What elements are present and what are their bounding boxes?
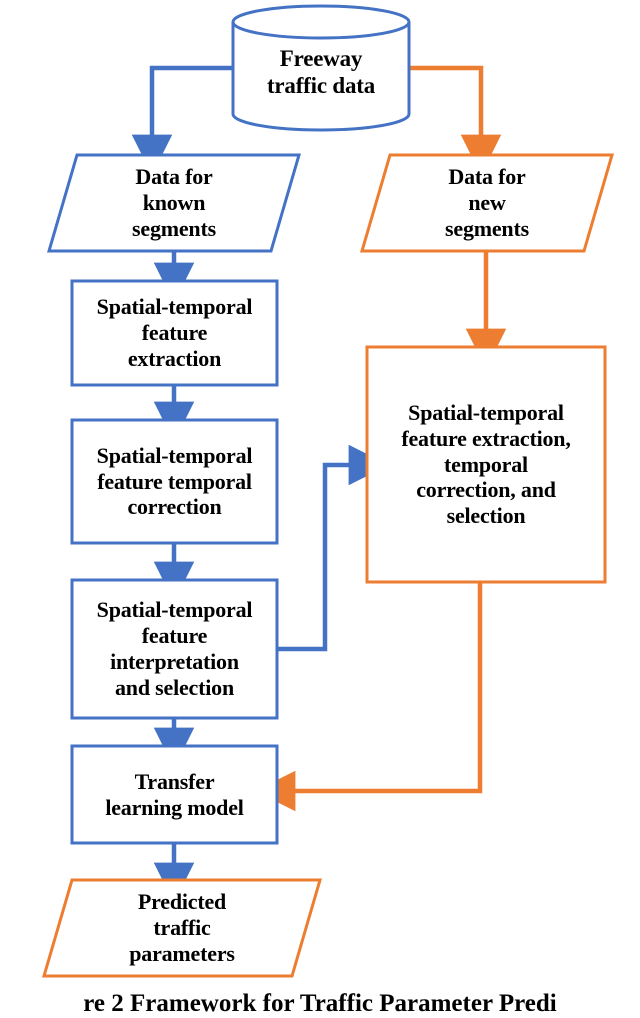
edge-data-to-new-segments <box>409 65 502 176</box>
node-st-feature-interpretation-selection[interactable] <box>70 578 279 720</box>
edge-interpretation-to-new-pipeline <box>277 444 390 652</box>
node-st-feature-extraction[interactable] <box>70 279 279 387</box>
node-data-for-known-segments[interactable] <box>47 153 301 253</box>
figure-caption: re 2 Framework for Traffic Parameter Pre… <box>83 990 557 1017</box>
node-st-feature-temporal-correction[interactable] <box>70 418 279 545</box>
edge-new-pipeline-to-transfer-model <box>254 582 483 812</box>
node-predicted-traffic-parameters[interactable] <box>42 878 322 978</box>
node-data-for-new-segments[interactable] <box>360 153 614 253</box>
edge-data-to-known-segments <box>131 65 233 176</box>
node-transfer-learning-model[interactable] <box>70 744 279 845</box>
node-freeway-traffic-data[interactable] <box>231 4 411 132</box>
node-st-extraction-correction-selection[interactable] <box>365 345 607 584</box>
